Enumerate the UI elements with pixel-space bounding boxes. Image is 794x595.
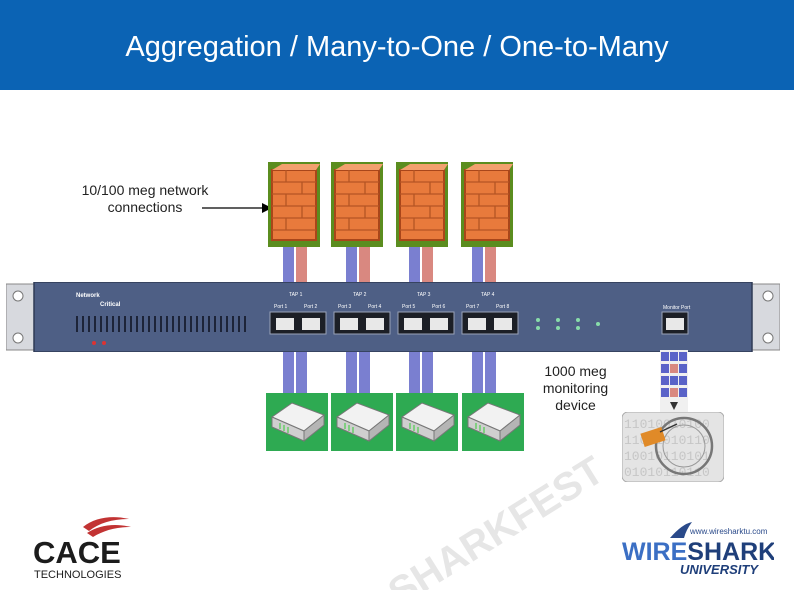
svg-text:Critical: Critical [100,302,121,308]
network-arrow [202,203,272,213]
svg-text:11011010110: 11011010110 [624,433,710,448]
switch-icon [396,393,458,451]
network-tap-appliance: Network Critical TAP 1 TAP 2 TAP 3 TAP 4… [6,282,780,352]
svg-text:UNIVERSITY: UNIVERSITY [680,562,759,577]
svg-text:Port 7: Port 7 [466,304,480,310]
svg-text:CACE: CACE [33,535,121,570]
svg-text:WIRESHARK: WIRESHARK [622,538,774,566]
svg-text:SHARKFEST: SHARKFEST [381,448,612,590]
monitoring-device-label: 1000 meg monitoring device [542,363,609,413]
svg-text:Monitor Port: Monitor Port [663,305,691,311]
sharkfest-watermark: SHARKFEST [381,448,612,590]
slide-title: Aggregation / Many-to-One / One-to-Many [125,31,669,63]
svg-text:TAP 3: TAP 3 [417,292,431,298]
title-bar [0,0,794,90]
svg-text:Network: Network [76,293,100,299]
monitoring-device-icon: 11010010100 11011010110 10010110101 0101… [622,412,724,482]
svg-text:01010110110: 01010110110 [624,465,710,480]
monitor-cable-stack [660,350,688,412]
firewall-icon [331,162,383,247]
switch-icon [462,393,524,451]
svg-text:Port 5: Port 5 [402,304,416,310]
firewall-icon [268,162,320,247]
svg-text:TECHNOLOGIES: TECHNOLOGIES [34,569,121,580]
firewall-icon [396,162,448,247]
svg-text:10010110101: 10010110101 [624,449,710,464]
svg-text:TAP 1: TAP 1 [289,292,303,298]
svg-text:Port 4: Port 4 [368,304,382,310]
switch-icon [331,393,393,451]
svg-text:www.wiresharktu.com: www.wiresharktu.com [689,527,768,536]
firewall-icon [461,162,513,247]
svg-text:Port 6: Port 6 [432,304,446,310]
cace-technologies-logo: CACE TECHNOLOGIES [33,517,131,580]
svg-text:TAP 4: TAP 4 [481,292,495,298]
svg-text:Port 2: Port 2 [304,304,318,310]
svg-text:Port 8: Port 8 [496,304,510,310]
wireshark-university-logo: www.wiresharktu.com WIRESHARK UNIVERSITY [622,522,774,577]
svg-text:Port 3: Port 3 [338,304,352,310]
svg-text:TAP 2: TAP 2 [353,292,367,298]
svg-text:Port 1: Port 1 [274,304,288,310]
switch-icon [266,393,328,451]
network-connections-label: 10/100 meg network connections [81,182,209,215]
